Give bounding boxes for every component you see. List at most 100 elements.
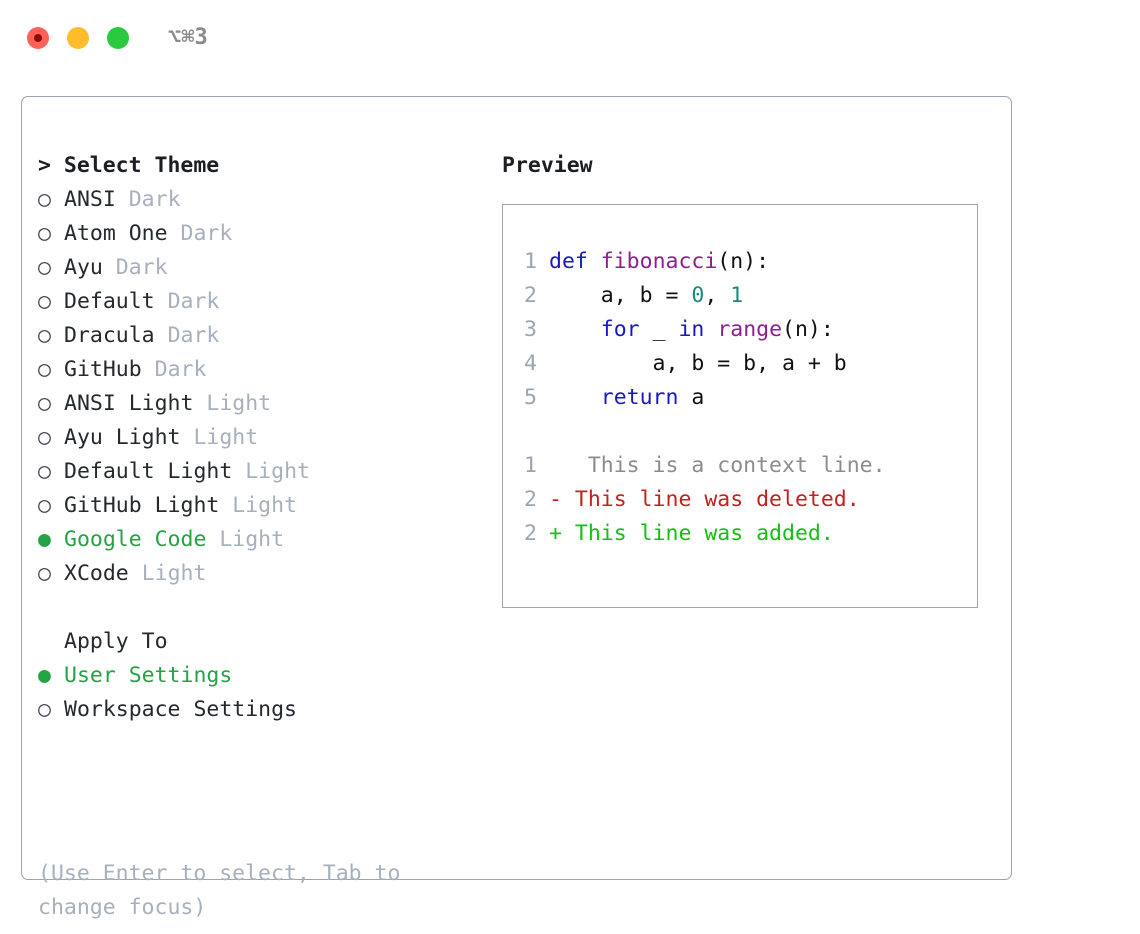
theme-option-label: Dracula bbox=[64, 323, 155, 348]
apply-to-heading: Apply To bbox=[38, 625, 478, 659]
code-token-num: 0 bbox=[691, 283, 705, 308]
theme-selection-column: > Select Theme ○ANSI Dark○Atom One Dark○… bbox=[38, 149, 478, 727]
theme-option-gap bbox=[129, 561, 142, 586]
diff-line-number: 2 bbox=[524, 521, 537, 546]
theme-variant-tag: Light bbox=[206, 391, 272, 416]
theme-list: ○ANSI Dark○Atom One Dark○Ayu Dark○Defaul… bbox=[38, 183, 478, 625]
theme-option-label: XCode bbox=[64, 561, 129, 586]
section-gap bbox=[38, 591, 478, 625]
radio-unselected-icon: ○ bbox=[38, 221, 51, 246]
diff-line-del: 2- This line was deleted. bbox=[517, 483, 971, 517]
diff-sign bbox=[549, 453, 562, 478]
code-line: 2 a, b = 0, 1 bbox=[517, 279, 971, 313]
theme-option-label: GitHub bbox=[64, 357, 142, 382]
code-token-plain: (n): bbox=[782, 317, 834, 342]
theme-option-ansi-light[interactable]: ○ ANSI Light Light bbox=[38, 387, 478, 421]
radio-unselected-icon: ○ bbox=[38, 255, 51, 280]
code-line-number: 4 bbox=[524, 351, 537, 376]
theme-option-default[interactable]: ○Default Dark bbox=[38, 285, 478, 319]
theme-option-github-light[interactable]: ○GitHub Light Light bbox=[38, 489, 478, 523]
code-line: 5 return a bbox=[517, 381, 971, 415]
code-token-kw: in bbox=[678, 317, 705, 342]
diff-sample-lines: 1 This is a context line.2- This line wa… bbox=[517, 449, 971, 551]
code-token-plain bbox=[549, 317, 601, 342]
theme-variant-tag: Light bbox=[193, 425, 259, 450]
apply-to-option-user-settings[interactable]: ●User Settings bbox=[38, 659, 478, 693]
theme-variant-tag: Light bbox=[245, 459, 310, 484]
code-token-plain bbox=[704, 317, 717, 342]
theme-option-atom-one[interactable]: ○ Atom One Dark bbox=[38, 217, 478, 251]
title-bar: ⌥⌘3 bbox=[0, 0, 1140, 76]
theme-variant-tag: Light bbox=[219, 527, 285, 552]
theme-option-label: Default bbox=[64, 289, 155, 314]
theme-option-google-code[interactable]: ●Google Code Light bbox=[38, 523, 478, 557]
theme-option-xcode[interactable]: ○XCode Light bbox=[38, 557, 478, 591]
theme-variant-tag: Dark bbox=[167, 323, 220, 348]
theme-option-ayu[interactable]: ○ Ayu Dark bbox=[38, 251, 478, 285]
theme-option-github[interactable]: ○ GitHub Dark bbox=[38, 353, 478, 387]
apply-to-list: ●User Settings ○ Workspace Settings bbox=[38, 659, 478, 727]
diff-line-ctx: 1 This is a context line. bbox=[517, 449, 971, 483]
code-token-plain: _ bbox=[639, 317, 679, 342]
theme-option-gap bbox=[206, 527, 219, 552]
radio-unselected-icon: ○ bbox=[38, 697, 51, 722]
code-line-number: 3 bbox=[524, 317, 537, 342]
radio-unselected-icon: ○ bbox=[38, 493, 51, 518]
diff-text: This line was deleted. bbox=[561, 487, 860, 512]
theme-option-label: Ayu bbox=[64, 255, 103, 280]
code-token-kw: def bbox=[549, 249, 588, 274]
theme-variant-tag: Dark bbox=[167, 289, 220, 314]
theme-option-label: Atom One bbox=[64, 221, 168, 246]
theme-option-gap bbox=[155, 289, 168, 314]
radio-selected-icon: ● bbox=[38, 527, 51, 552]
code-token-plain: a bbox=[678, 385, 705, 410]
apply-to-option-label: Workspace Settings bbox=[64, 697, 297, 722]
theme-variant-tag: Dark bbox=[115, 255, 168, 280]
theme-option-label: GitHub Light bbox=[64, 493, 220, 518]
theme-option-gap bbox=[219, 493, 232, 518]
maximize-button[interactable] bbox=[107, 27, 129, 49]
theme-option-dracula[interactable]: ○Dracula Dark bbox=[38, 319, 478, 353]
theme-option-gap bbox=[168, 221, 181, 246]
code-token-num: 1 bbox=[730, 283, 744, 308]
code-token-kw: return bbox=[600, 385, 679, 410]
theme-variant-tag: Dark bbox=[154, 357, 207, 382]
radio-unselected-icon: ○ bbox=[38, 357, 51, 382]
theme-option-label: ANSI bbox=[64, 187, 116, 212]
code-token-plain: (n): bbox=[717, 249, 770, 274]
theme-option-gap bbox=[142, 357, 155, 382]
theme-option-default-light[interactable]: ○Default Light Light bbox=[38, 455, 478, 489]
theme-option-ansi[interactable]: ○ANSI Dark bbox=[38, 183, 478, 217]
radio-unselected-icon: ○ bbox=[38, 459, 51, 484]
minimize-button[interactable] bbox=[67, 27, 89, 49]
radio-unselected-icon: ○ bbox=[38, 425, 51, 450]
code-token-kw: for bbox=[600, 317, 640, 342]
theme-option-gap bbox=[103, 255, 116, 280]
code-token-fn: fibonacci bbox=[600, 249, 718, 274]
code-line: 3 for _ in range(n): bbox=[517, 313, 971, 347]
theme-option-label: Ayu Light bbox=[64, 425, 181, 450]
code-token-fn: range bbox=[717, 317, 783, 342]
code-token-plain bbox=[549, 385, 601, 410]
theme-variant-tag: Light bbox=[141, 561, 207, 586]
theme-option-label: ANSI Light bbox=[64, 391, 194, 416]
preview-heading: Preview bbox=[502, 153, 593, 178]
code-line: 1 def fibonacci(n): bbox=[517, 245, 971, 279]
theme-option-ayu-light[interactable]: ○ Ayu Light Light bbox=[38, 421, 478, 455]
code-token-plain: a, b = bbox=[549, 283, 692, 308]
code-token-plain bbox=[588, 249, 601, 274]
diff-line-number: 2 bbox=[524, 487, 537, 512]
code-token-plain: , bbox=[704, 283, 731, 308]
apply-to-option-workspace-settings[interactable]: ○ Workspace Settings bbox=[38, 693, 478, 727]
code-line-number: 1 bbox=[524, 249, 537, 274]
code-line: 4 a, b = b, a + b bbox=[517, 347, 971, 381]
theme-variant-tag: Dark bbox=[128, 187, 181, 212]
radio-unselected-icon: ○ bbox=[38, 391, 51, 416]
theme-variant-tag: Dark bbox=[180, 221, 233, 246]
apply-to-option-label: User Settings bbox=[64, 663, 233, 688]
theme-option-gap bbox=[181, 425, 194, 450]
